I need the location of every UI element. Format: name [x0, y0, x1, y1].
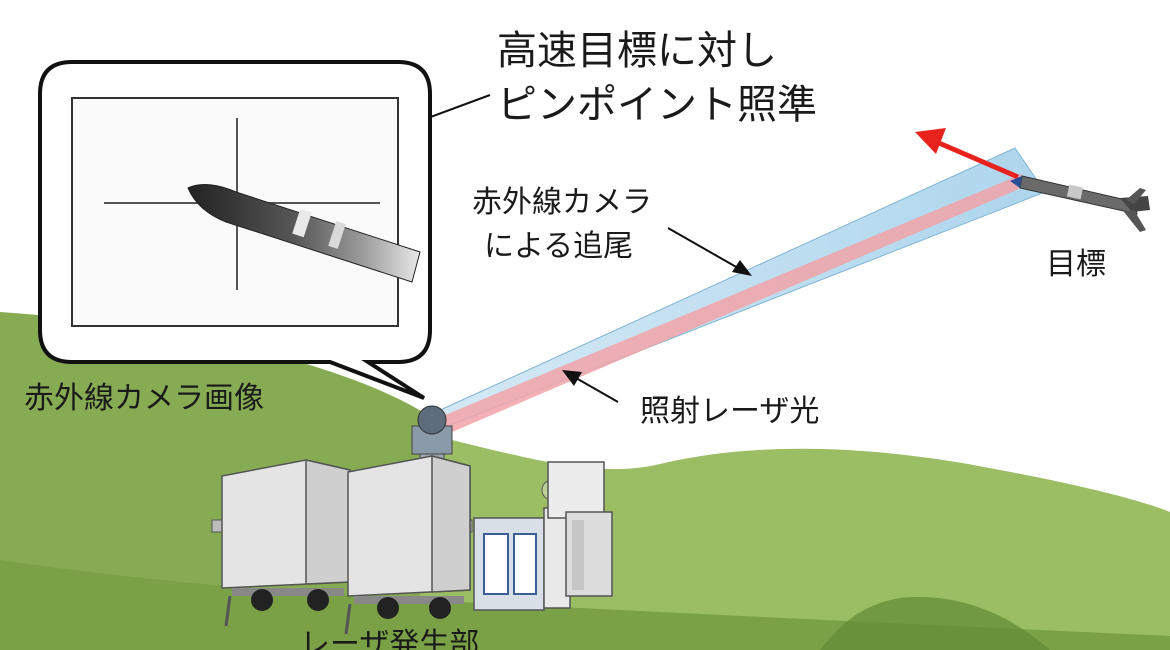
direction-arrow-line	[931, 137, 1019, 180]
laser-leader	[575, 377, 619, 403]
tracking-label-line2: による追尾	[484, 229, 634, 264]
target-missile	[1010, 175, 1150, 232]
generator-label: レーザ発生部	[300, 627, 480, 650]
target-label: 目標	[1046, 247, 1106, 282]
laser-label: 照射レーザ光	[640, 394, 820, 429]
laser-beam	[438, 174, 1026, 432]
tracking-leader	[667, 227, 739, 269]
callout-label-line1: 高速目標に対し	[497, 28, 777, 74]
direction-arrow-head	[915, 128, 946, 154]
camera-image-label: 赤外線カメラ画像	[24, 381, 264, 416]
missile-closeup	[187, 184, 421, 283]
callout-label-line2: ピンポイント照準	[497, 82, 817, 128]
hill-shadow	[820, 597, 1050, 650]
laser-leader-head	[562, 370, 582, 386]
laser-generator-units	[211, 455, 613, 635]
tracking-leader-head	[732, 260, 752, 276]
tracking-label-line1: 赤外線カメラ	[472, 185, 652, 220]
